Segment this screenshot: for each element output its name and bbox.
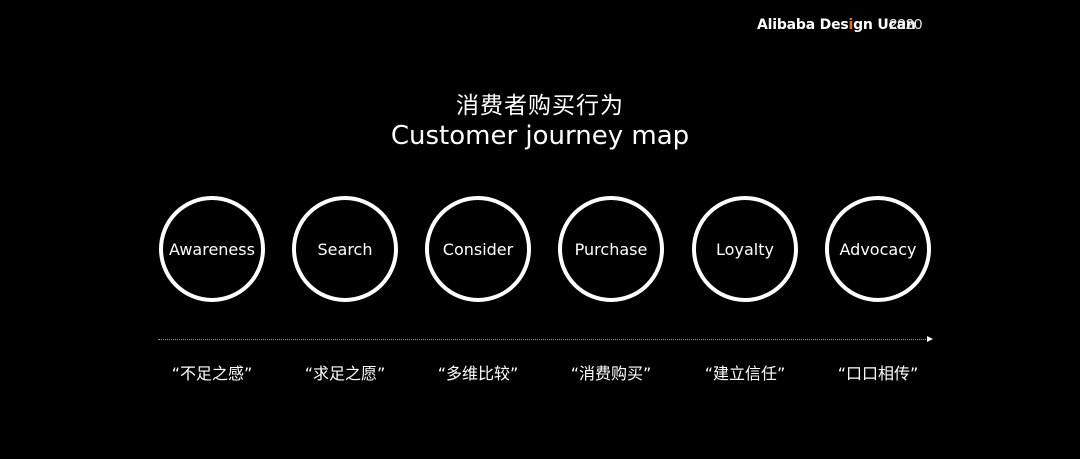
stage-caption-awareness: “不足之感” <box>171 364 253 383</box>
brand-name-accent: i <box>848 17 854 33</box>
stage-circle-search: Search <box>292 196 398 302</box>
brand-year: 2020 <box>889 16 923 33</box>
stage-caption-loyalty: “建立信任” <box>704 364 786 383</box>
stage-label: Purchase <box>574 239 648 259</box>
title-english: Customer journey map <box>390 121 690 151</box>
stage-caption-consider: “多维比较” <box>437 364 519 383</box>
brand-name-part2: gn Ucan <box>853 17 916 33</box>
stage-label: Loyalty <box>716 239 774 259</box>
stage-circle-loyalty: Loyalty <box>692 196 798 302</box>
stage-caption-search: “求足之愿” <box>304 364 386 383</box>
brand-name-part1: Alibaba Des <box>757 17 849 33</box>
stage-label: Search <box>317 239 373 259</box>
timeline-arrow-icon <box>927 336 933 342</box>
stage-circle-consider: Consider <box>425 196 531 302</box>
stage-circle-awareness: Awareness <box>159 196 265 302</box>
title-chinese: 消费者购买行为 <box>456 93 624 119</box>
stage-label: Consider <box>442 239 514 259</box>
stage-caption-purchase: “消费购买” <box>570 364 652 383</box>
timeline-axis <box>158 339 928 340</box>
stage-circle-purchase: Purchase <box>558 196 664 302</box>
brand-logo: Alibaba Design Ucan <box>757 17 916 33</box>
stage-label: Awareness <box>169 239 255 259</box>
stage-label: Advocacy <box>839 239 917 259</box>
stage-caption-advocacy: “口口相传” <box>837 364 919 383</box>
stage-circle-advocacy: Advocacy <box>825 196 931 302</box>
